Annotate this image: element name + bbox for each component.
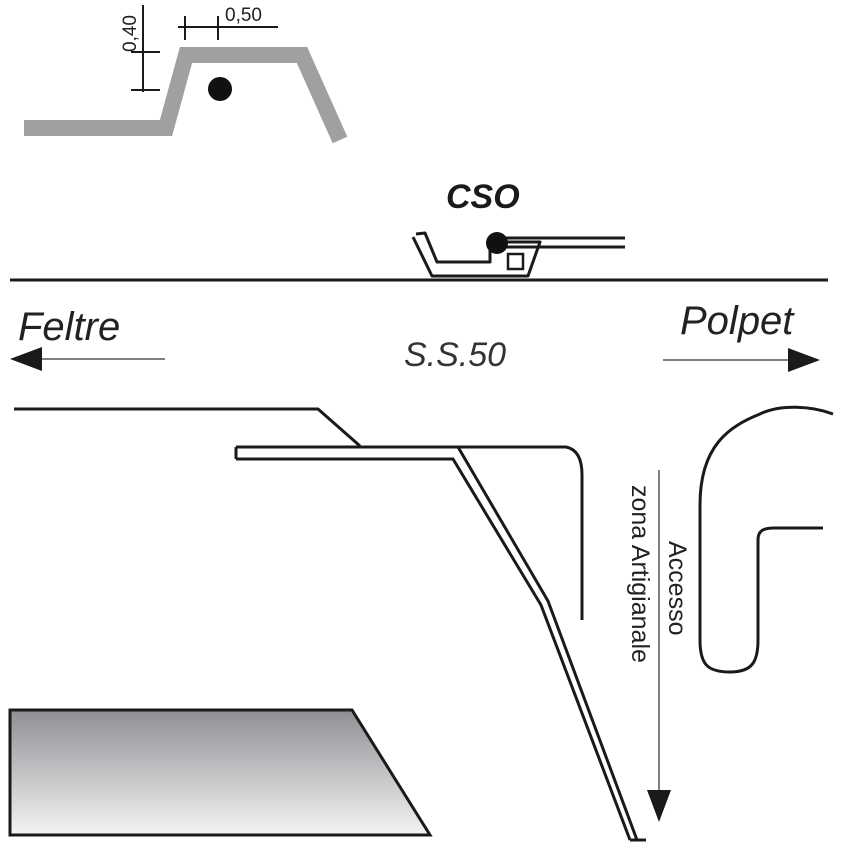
cso-instrument-dot [486,232,508,254]
arrow-left-icon [10,347,42,371]
main-road: Feltre S.S.50 Polpet [10,278,828,374]
road-label: S.S.50 [404,336,506,374]
cso-station: CSO [411,178,625,278]
width-dimension-label: 0,50 [225,5,262,26]
lower-road-layout: Accesso zona Artigianale [14,405,834,842]
arrow-down-icon [647,790,671,822]
height-dimension-label: 0,40 [120,15,141,52]
profile-outline [24,47,348,144]
profile-instrument-dot [208,77,232,101]
width-dimension: 0,50 [178,5,278,40]
height-dimension: 0,40 [120,5,160,92]
cso-label: CSO [446,178,520,216]
gradient-block [8,708,433,837]
polpet-label: Polpet [680,299,795,343]
channel-inner-line [236,457,632,841]
feltre-label: Feltre [18,305,120,349]
cso-box-icon [506,252,525,271]
left-road-edge [14,407,361,448]
access-label-line1: Accesso [663,541,691,635]
channel-outer-line [236,445,639,841]
cross-section-profile: 0,40 0,50 [24,5,348,144]
access-road-hook [698,405,834,674]
arrow-right-icon [788,348,820,372]
access-label-line2: zona Artigianale [626,485,654,663]
corner-road-edge [458,445,584,620]
